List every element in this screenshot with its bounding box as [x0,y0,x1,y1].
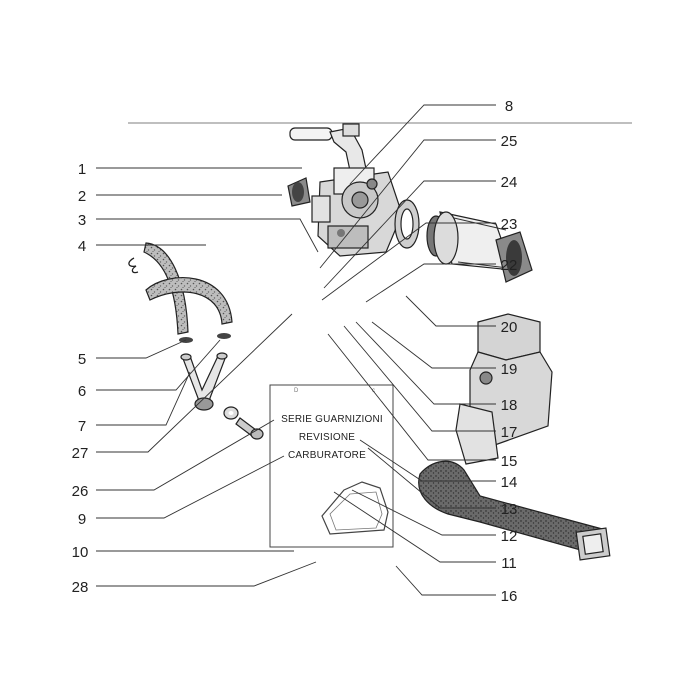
label-23: 23 [501,216,518,233]
kit-gasket-inner [329,491,383,531]
label-17: 17 [501,424,518,441]
label-8: 8 [505,98,513,115]
washer-and-screw [223,406,264,440]
label-27: 27 [72,445,89,462]
kit-gasket-outline [321,481,389,535]
spring-clip [128,257,139,274]
label-4: 4 [78,238,86,255]
air-box-cover [455,313,553,465]
label-6: 6 [78,383,86,400]
intake-sleeve [433,211,513,271]
hose-clamp [287,177,311,207]
carburettor-body [311,167,403,257]
label-3: 3 [78,212,86,229]
kit-card-line1: SERIE GUARNIZIONI [281,414,383,425]
label-12: 12 [501,528,518,545]
label-9: 9 [78,511,86,528]
fuel-hose [143,242,233,335]
kit-card-line2: REVISIONE [299,432,355,443]
label-15: 15 [501,453,518,470]
label-18: 18 [501,397,518,414]
label-10: 10 [72,544,89,561]
label-25: 25 [501,133,518,150]
label-22: 22 [501,257,518,274]
label-13: 13 [501,501,518,518]
gasket-kit-card: D c SERIE GUARNIZIONI REVISIONE CARBURAT… [269,384,394,548]
label-24: 24 [501,174,518,191]
kit-card-line3: CARBURATORE [288,450,366,461]
hose-clips [179,333,231,343]
air-intake-tube [418,460,611,561]
part-number-labels: 1 2 3 4 5 6 7 27 26 9 10 28 8 25 24 23 2… [72,98,518,605]
label-14: 14 [501,474,518,491]
y-fitting [180,352,228,411]
label-1: 1 [78,161,86,178]
label-28: 28 [72,579,89,596]
label-20: 20 [501,319,518,336]
label-11: 11 [501,555,517,572]
label-5: 5 [78,351,86,368]
label-26: 26 [72,483,89,500]
label-7: 7 [78,418,86,435]
svg-text:D: D [294,388,299,394]
leader-lines [96,104,496,596]
label-2: 2 [78,188,86,205]
sleeve-clamp [495,231,533,283]
label-16: 16 [501,588,518,605]
label-19: 19 [501,361,518,378]
